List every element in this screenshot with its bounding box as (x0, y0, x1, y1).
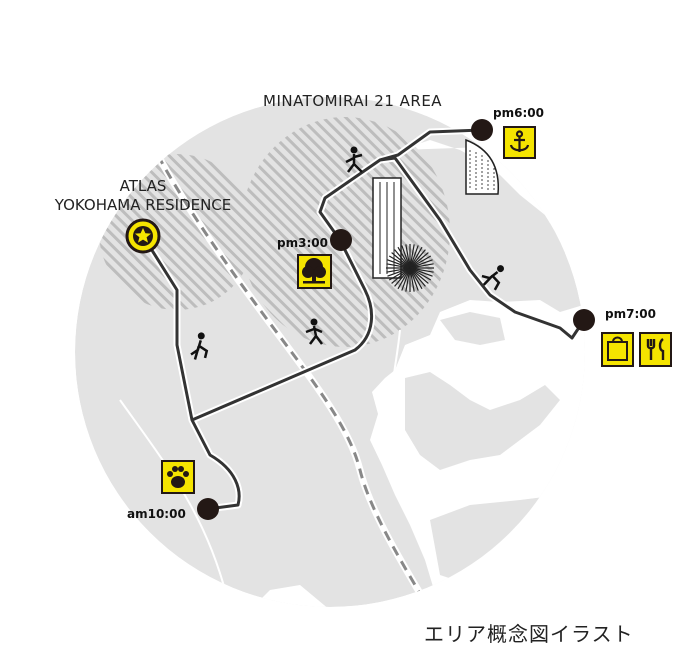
star-icon (135, 228, 151, 243)
anchor-icon (509, 130, 530, 152)
paw-badge (161, 460, 195, 494)
time-label-am10: am10:00 (127, 507, 186, 521)
walker-icon (345, 146, 363, 173)
dining-badge (639, 332, 672, 367)
shopping-badge (601, 332, 634, 367)
stop-dot-pm6 (471, 119, 493, 141)
walker-icon (305, 318, 323, 345)
anchor-badge (503, 126, 536, 159)
residence-label-line1: ATLAS (120, 177, 167, 195)
residence-marker (125, 218, 161, 254)
landmark-tower (372, 177, 402, 279)
time-label-pm6: pm6:00 (493, 106, 544, 120)
fork-knife-icon (646, 338, 665, 360)
ferris-wheel (386, 244, 434, 292)
paw-icon (167, 466, 189, 488)
tree-badge (297, 254, 332, 289)
stop-dot-pm3 (330, 229, 352, 251)
stop-dot-pm7 (573, 309, 595, 331)
walker-icon (481, 265, 505, 291)
stop-dot-am10 (197, 498, 219, 520)
shopping-bag-icon (607, 336, 628, 361)
walker-icon (190, 332, 209, 360)
time-label-pm7: pm7:00 (605, 307, 656, 321)
time-label-pm3: pm3:00 (277, 236, 328, 250)
area-label: MINATOMIRAI 21 AREA (263, 92, 442, 110)
map-caption: エリア概念図イラスト (424, 622, 634, 646)
residence-label-line2: YOKOHAMA RESIDENCE (54, 196, 232, 214)
tree-icon (302, 258, 326, 284)
sail-building (465, 138, 500, 195)
